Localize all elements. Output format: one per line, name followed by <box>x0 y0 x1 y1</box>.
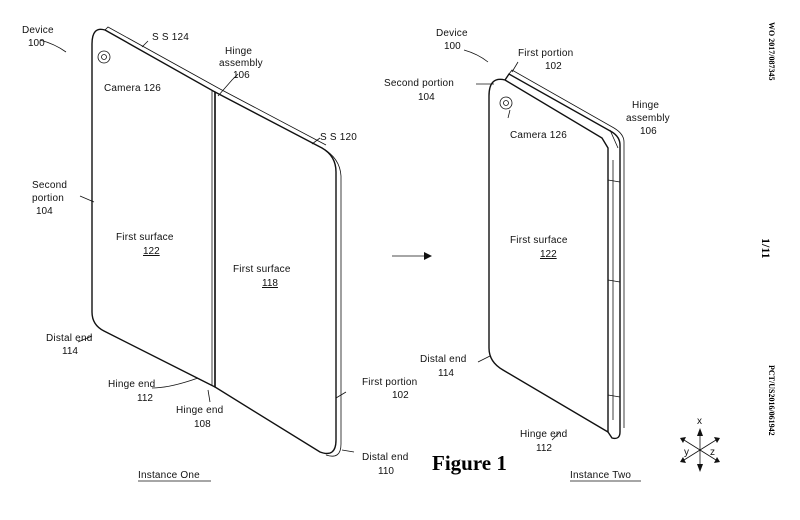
hinge-end-ref-2: 112 <box>536 443 552 454</box>
second-portion-ref: 104 <box>36 206 53 217</box>
left-panel-outline <box>91 28 216 389</box>
header-publication-number: WO 2017/087345 <box>767 22 776 80</box>
instance-one-caption: Instance One <box>138 470 200 481</box>
top-edge <box>104 26 327 146</box>
distal-end-right-ref: 110 <box>378 466 394 477</box>
distal-end-ref-2: 114 <box>438 368 454 379</box>
sheet-number: 1/11 <box>759 238 773 259</box>
hinge-ref-2: 106 <box>640 126 657 137</box>
first-portion-label-2: First portion <box>518 48 573 59</box>
hinge-assembly-ref: 106 <box>233 70 250 81</box>
hinge-assembly-label-2: assembly <box>219 58 263 69</box>
hinge-end-label-2: Hinge end <box>520 429 567 440</box>
camera-label: Camera 126 <box>104 83 161 94</box>
first-portion-label: First portion <box>362 377 417 388</box>
first-surface-right-label: First surface <box>233 264 291 275</box>
first-portion-ref: 102 <box>392 390 409 401</box>
camera-label-2: Camera 126 <box>510 130 567 141</box>
instance-two-leaders <box>463 49 619 441</box>
first-portion-ref-2: 102 <box>545 61 562 72</box>
axis-x-label: x <box>697 416 702 427</box>
instance-one-device <box>91 26 342 457</box>
first-surface-right-ref: 118 <box>262 278 278 289</box>
hinge-end-right-label: Hinge end <box>176 405 223 416</box>
transition-arrow <box>392 252 432 260</box>
hinge-end-left-ref: 112 <box>137 393 153 404</box>
footer-application-number: PCT/US2016/061942 <box>767 365 776 436</box>
device-ref-2: 100 <box>444 41 461 52</box>
distal-end-left-label: Distal end <box>46 333 92 344</box>
distal-end-right-label: Distal end <box>362 452 408 463</box>
folded-front-outline <box>488 78 609 434</box>
camera-lens-icon <box>101 54 107 60</box>
distal-end-label-2: Distal end <box>420 354 466 365</box>
second-portion-label-2: Second portion <box>384 78 454 89</box>
instance-one-leaders <box>39 39 355 453</box>
hinge-label2-2: assembly <box>626 113 670 124</box>
hinge-assembly-label: Hinge <box>225 46 252 57</box>
figure-title: Figure 1 <box>432 451 507 475</box>
hinge-end-right-ref: 108 <box>194 419 211 430</box>
right-panel-edge <box>321 147 342 457</box>
first-surface-left-label: First surface <box>116 232 174 243</box>
axis-z-label: z <box>710 447 715 458</box>
first-surface-left-ref: 122 <box>143 246 160 257</box>
instance-two-device <box>488 69 625 440</box>
first-surface-label-2: First surface <box>510 235 568 246</box>
axis-y-label: y <box>684 447 689 458</box>
device-label: Device <box>22 25 54 36</box>
second-portion-label: Second <box>32 180 67 191</box>
device-label-2: Device <box>436 28 468 39</box>
folded-fold-line <box>508 69 625 428</box>
second-portion-label-2: portion <box>32 193 64 204</box>
hinge-end-left-label: Hinge end <box>108 379 155 390</box>
second-portion-ref-2: 104 <box>418 92 435 103</box>
distal-end-left-ref: 114 <box>62 346 78 357</box>
hinge-notch-3 <box>607 394 621 398</box>
camera-icon <box>97 50 111 64</box>
instance-two-caption: Instance Two <box>570 470 631 481</box>
device-ref: 100 <box>28 38 45 49</box>
camera-icon-folded <box>499 96 513 110</box>
folded-side-outline <box>504 73 621 440</box>
camera-lens-icon-folded <box>503 100 509 106</box>
hinge-notch-2 <box>607 279 621 283</box>
hinge-label-2: Hinge <box>632 100 659 111</box>
ss124-label: S S 124 <box>152 32 189 43</box>
axis-indicator: x y z <box>680 416 720 472</box>
hinge-notch-1 <box>607 179 621 183</box>
first-surface-ref-2: 122 <box>540 249 557 260</box>
ss120-label: S S 120 <box>320 132 357 143</box>
